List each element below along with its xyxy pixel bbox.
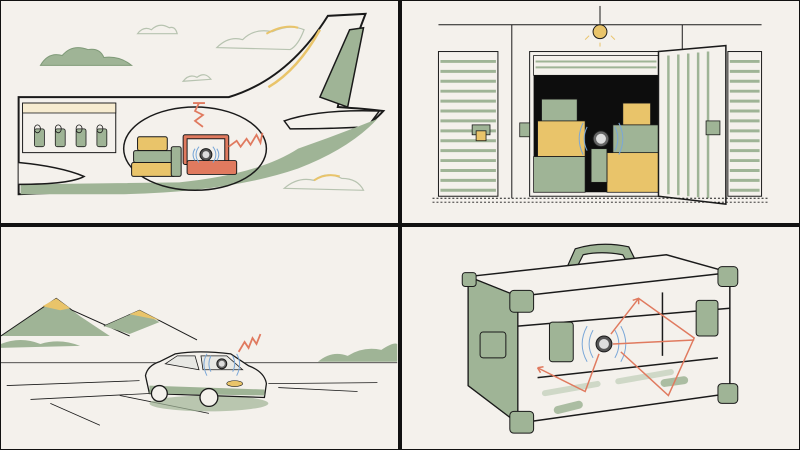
corner-cap xyxy=(509,289,535,313)
airplane-scene xyxy=(17,12,386,196)
luggage-stack xyxy=(131,136,182,177)
wrench-icon xyxy=(541,369,674,397)
panel-storage-unit xyxy=(402,0,800,223)
passenger-cabin xyxy=(22,102,117,154)
airplane-stabilizer xyxy=(283,110,381,130)
latch xyxy=(548,299,719,363)
car xyxy=(144,351,269,412)
toolbox-scene xyxy=(461,243,739,434)
corner-cap xyxy=(461,272,477,287)
side-handle xyxy=(479,331,507,359)
cargo-hold xyxy=(122,106,268,192)
cloud-icon xyxy=(39,47,133,66)
signal-bounce-arrows xyxy=(536,297,696,397)
corner-cap xyxy=(717,383,739,404)
mountains xyxy=(0,297,198,348)
roll-up-door xyxy=(437,51,499,197)
padlock-icon xyxy=(475,130,487,142)
storage-scene xyxy=(432,5,770,206)
tracker-icon xyxy=(203,353,241,376)
tracker-icon xyxy=(578,122,624,155)
panel-airplane-cargo xyxy=(0,0,398,223)
corner-cap xyxy=(509,410,535,434)
airplane-tail-fin xyxy=(318,26,365,109)
cloud-icon xyxy=(282,174,365,191)
padlock-icon xyxy=(519,122,531,138)
door-handle xyxy=(705,120,721,136)
signal-zigzag-icon xyxy=(193,102,264,149)
car-scene xyxy=(0,297,398,426)
light-bulb-icon xyxy=(584,5,616,47)
corner-cap xyxy=(717,266,739,287)
panel-divider-horizontal xyxy=(0,223,800,227)
signal-zigzag-icon xyxy=(237,333,262,353)
panel-parked-car xyxy=(0,227,398,450)
bushes xyxy=(317,343,398,362)
roll-up-door xyxy=(727,51,763,197)
tracker-icon xyxy=(192,146,220,163)
panel-toolbox xyxy=(402,227,800,450)
